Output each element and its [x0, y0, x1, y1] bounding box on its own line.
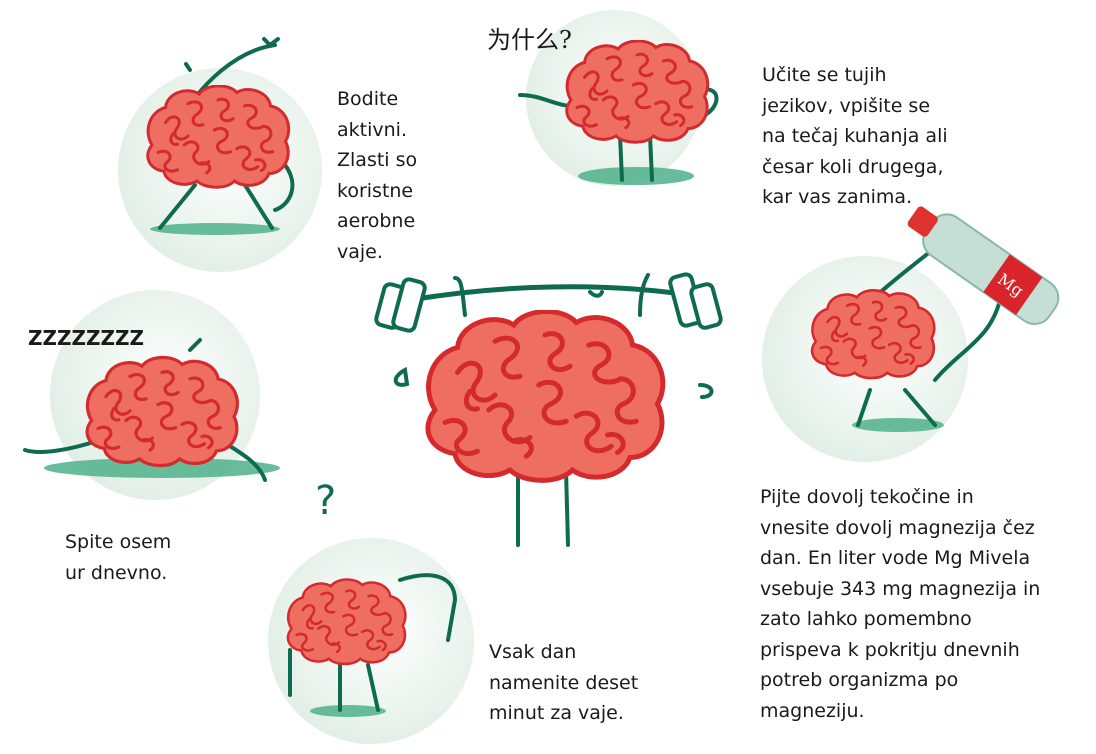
snore-label: ZZZZZZZZ — [28, 326, 145, 350]
tip-hydration: Pijte dovolj tekočine in vnesite dovolj … — [760, 486, 1041, 722]
brain-hydration — [810, 288, 936, 380]
tip-languages: Učite se tujih jezikov, vpišite se na te… — [762, 64, 948, 208]
water-bottle: Mg — [907, 206, 1060, 325]
barbell-weights — [374, 272, 723, 333]
brain-languages — [565, 40, 710, 144]
tip-exercise: Vsak dan namenite deset minut za vaje. — [489, 641, 639, 724]
tip-sleep: Spite osem ur dnevno. — [65, 531, 172, 584]
brain-exercise — [286, 578, 407, 666]
why-label: 为什么? — [487, 26, 572, 54]
question-mark: ? — [315, 478, 337, 524]
brain-central — [428, 312, 663, 481]
brain-sleep — [85, 355, 240, 468]
tip-active: Bodite aktivni. Zlasti so koristne aerob… — [337, 88, 418, 263]
brain-active — [146, 85, 291, 189]
ground-shadows — [44, 167, 944, 717]
